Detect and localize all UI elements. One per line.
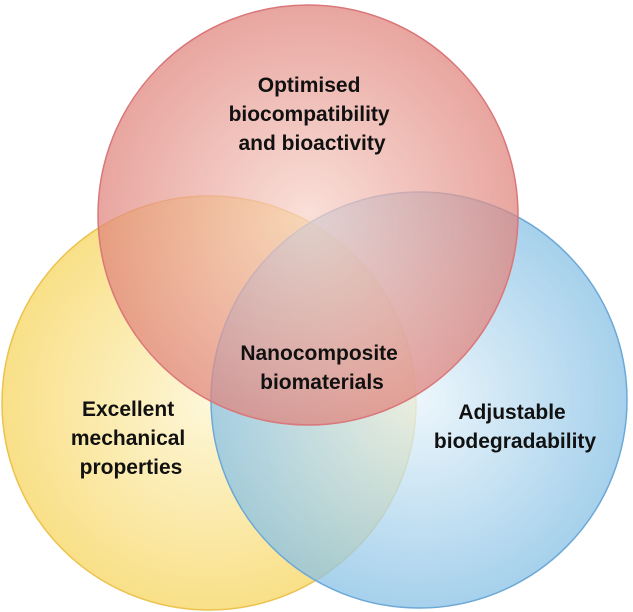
label-biodegradability-line-2: biodegradability — [434, 430, 597, 453]
label-mechanical-properties: Excellent mechanical properties — [71, 398, 191, 479]
label-center-line-2: biomaterials — [260, 371, 384, 394]
label-biodegradability: Adjustable biodegradability — [434, 401, 597, 453]
label-center: Nanocomposite biomaterials — [240, 342, 403, 394]
label-biocompatibility: Optimised biocompatibility and bioactivi… — [229, 74, 396, 155]
label-biocompatibility-line-3: and bioactivity — [238, 132, 385, 155]
label-mechanical-line-1: Excellent — [82, 398, 174, 421]
label-biodegradability-line-1: Adjustable — [458, 401, 565, 424]
label-biocompatibility-line-1: Optimised — [258, 74, 361, 97]
circle-biocompatibility — [97, 4, 519, 426]
label-mechanical-line-3: properties — [80, 456, 183, 479]
label-mechanical-line-2: mechanical — [71, 427, 185, 450]
label-biocompatibility-line-2: biocompatibility — [229, 103, 390, 126]
label-center-line-1: Nanocomposite — [240, 342, 398, 365]
